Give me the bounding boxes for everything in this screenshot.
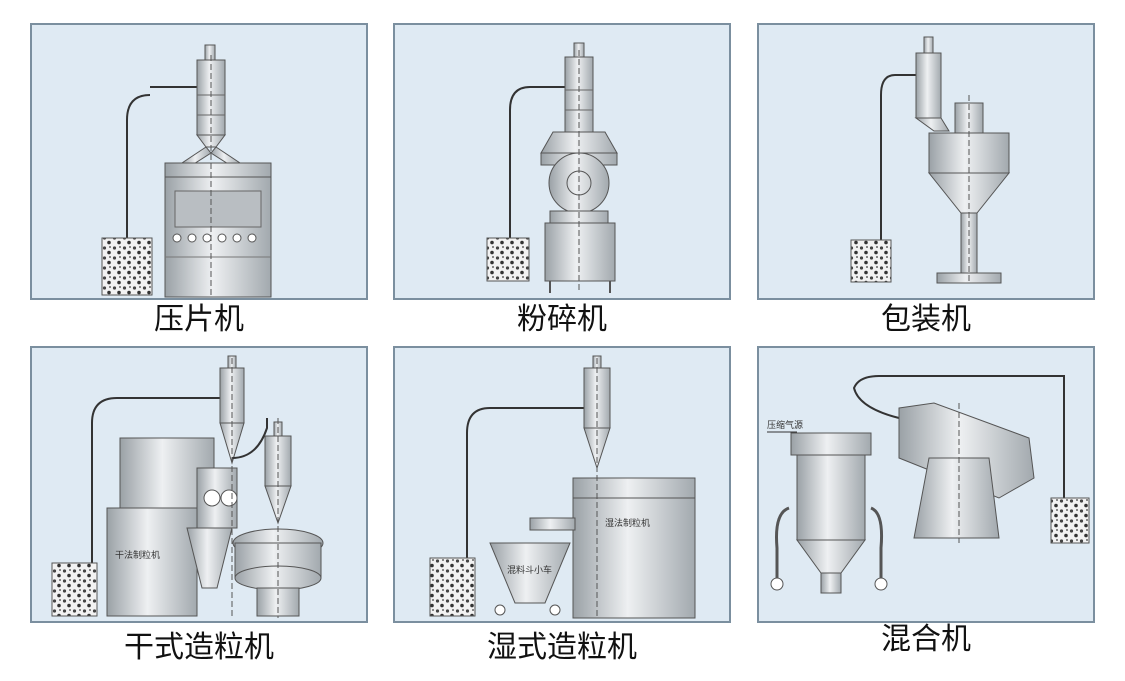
caption-tablet-press: 压片机 [30, 300, 368, 340]
caption-pulverizer: 粉碎机 [393, 300, 731, 340]
dry-granulator-label: 干法制粒机 [115, 549, 160, 561]
compressed-air-label: 压缩气源 [767, 419, 803, 431]
panel-pulverizer [393, 23, 731, 300]
caption-wet-granulator: 湿式造粒机 [393, 628, 731, 668]
wet-granulator-label: 湿法制粒机 [605, 517, 650, 529]
caption-dry-granulator: 干式造粒机 [30, 628, 368, 668]
panel-wet-granulator: 湿法制粒机 混料斗小车 [393, 346, 731, 623]
mixer-illustration: 压缩气源 [759, 348, 1097, 625]
panel-packaging [757, 23, 1095, 300]
pulverizer-illustration [395, 25, 733, 302]
dry-granulator-illustration: 干法制粒机 [32, 348, 370, 625]
tablet-press-illustration [32, 25, 370, 302]
panel-tablet-press [30, 23, 368, 300]
panel-dry-granulator: 干法制粒机 [30, 346, 368, 623]
packaging-illustration [759, 25, 1097, 302]
wet-granulator-illustration: 湿法制粒机 混料斗小车 [395, 348, 733, 625]
caption-mixer: 混合机 [757, 620, 1095, 660]
hopper-cart-label: 混料斗小车 [507, 564, 552, 576]
panel-mixer: 压缩气源 [757, 346, 1095, 623]
caption-packaging: 包装机 [757, 300, 1095, 340]
